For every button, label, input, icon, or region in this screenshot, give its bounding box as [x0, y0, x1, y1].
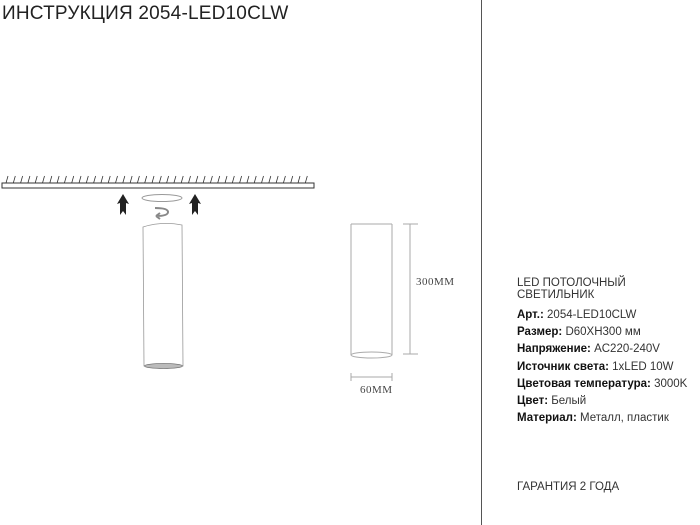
- spec-label: Цветовая температура:: [517, 377, 651, 390]
- up-arrow-icon: [117, 194, 129, 215]
- up-arrow-icon: [189, 194, 201, 215]
- lamp-body: [142, 223, 184, 369]
- spec-label: Цвет:: [517, 395, 549, 408]
- spec-value: 2054-LED10CLW: [547, 309, 637, 321]
- spec-value: 3000K: [654, 377, 688, 390]
- spec-label: Размер:: [517, 326, 563, 339]
- column-divider: [481, 0, 482, 525]
- spec-value: Металл, пластик: [579, 412, 669, 425]
- width-dimension-label: 60MM: [360, 384, 393, 396]
- spec-value: Белый: [551, 395, 587, 408]
- spec-value: 1xLED 10W: [612, 360, 674, 373]
- spec-list: Арт.: 2054-LED10CLW Размер: D60XH300 мм …: [517, 307, 687, 427]
- ceiling-icon: [1, 175, 315, 189]
- spec-row: Цвет: Белый: [517, 393, 687, 410]
- spec-value: AC220-240V: [594, 343, 660, 356]
- spec-row: Размер: D60XH300 мм: [517, 324, 687, 341]
- spec-label: Материал:: [517, 412, 577, 425]
- height-dimension-label: 300MM: [416, 276, 455, 288]
- spec-value: D60XH300 мм: [565, 326, 641, 339]
- rotate-arrow-icon: [154, 207, 170, 220]
- page-title: ИНСТРУКЦИЯ 2054-LED10CLW: [2, 3, 289, 24]
- dimension-drawing: [350, 223, 418, 381]
- spec-label: Напряжение:: [517, 343, 591, 356]
- spec-label: Источник света:: [517, 360, 609, 373]
- spec-label: Арт.:: [517, 309, 544, 321]
- spec-row: Материал: Металл, пластик: [517, 410, 687, 427]
- spec-row: Арт.: 2054-LED10CLW: [517, 307, 687, 324]
- spec-row: Цветовая температура: 3000K: [517, 376, 687, 393]
- spec-row: Источник света: 1xLED 10W: [517, 359, 687, 376]
- mounting-ring: [141, 194, 183, 202]
- product-type: LED ПОТОЛОЧНЫЙ СВЕТИЛЬНИК: [517, 277, 626, 301]
- warranty-text: ГАРАНТИЯ 2 ГОДА: [517, 481, 620, 493]
- spec-row: Напряжение: AC220-240V: [517, 341, 687, 358]
